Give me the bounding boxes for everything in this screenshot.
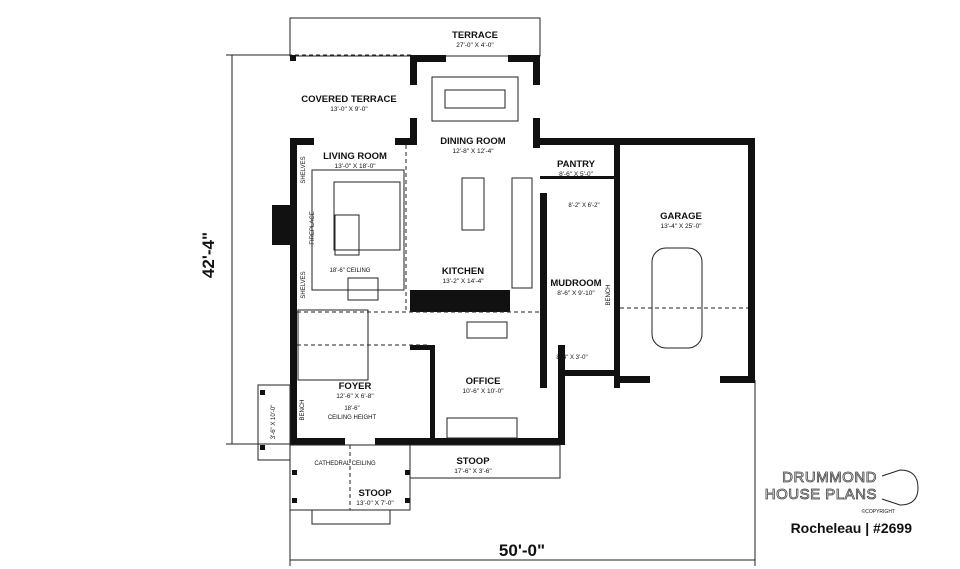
room-stoop-front: STOOP: [358, 488, 392, 499]
room-office-size: 10'-6" X 10'-0": [462, 388, 504, 395]
laundry-size: 8'-2" X 6'-2": [568, 203, 599, 209]
width-dimension: 50'-0": [499, 541, 545, 560]
room-mudroom-size: 8'-6" X 9'-10": [557, 290, 595, 297]
dimension-lines: [226, 54, 756, 566]
logo-line-2: HOUSE PLANS: [765, 486, 877, 503]
room-foyer-size: 12'-6" X 6'-8": [336, 393, 374, 400]
shelves-label-bottom: SHELVES: [301, 271, 307, 298]
foyer-ceiling-note-1: 18'-6": [344, 406, 359, 412]
bench-label-mudroom: BENCH: [606, 284, 612, 305]
room-dining: DINING ROOM: [440, 136, 506, 147]
room-stoop-side: STOOP: [456, 456, 490, 467]
porch-size: 3'-6" X 10'-0": [271, 405, 277, 440]
room-terrace: TERRACE: [452, 30, 498, 41]
room-office: OFFICE: [466, 376, 501, 387]
living-ceiling-note: 18'-6" CEILING: [330, 268, 371, 274]
logo-d-mark-icon: [881, 469, 919, 506]
plan-caption: Rocheleau | #2699: [791, 520, 913, 536]
room-garage-size: 13'-4" X 25'-0": [660, 223, 702, 230]
room-living-size: 13'-0" X 18'-0": [334, 163, 376, 170]
furniture: [257, 76, 748, 525]
cathedral-ceiling-note: CATHEDRAL CEILING: [314, 461, 376, 467]
room-dining-size: 12'-8" X 12'-4": [452, 148, 494, 155]
room-kitchen-size: 13'-2" X 14'-4": [442, 278, 484, 285]
room-pantry: PANTRY: [557, 159, 596, 170]
bench-label-foyer: BENCH: [300, 399, 306, 420]
plan-notes: 8'-2" X 6'-2" 8'-4" X 3'-0" 3'-6" X 10'-…: [271, 156, 612, 467]
room-living: LIVING ROOM: [323, 151, 387, 162]
shelves-label-top: SHELVES: [301, 156, 307, 183]
copyright: ©COPYRIGHT: [862, 508, 895, 515]
room-garage: GARAGE: [660, 211, 702, 222]
bath-size: 8'-4" X 3'-0": [556, 355, 587, 361]
depth-dimension: 42'-4": [199, 232, 218, 278]
room-kitchen: KITCHEN: [442, 266, 484, 277]
room-mudroom: MUDROOM: [550, 278, 601, 289]
room-stoop-front-size: 13'-0" X 7'-0": [356, 500, 394, 507]
brand-logo: DRUMMOND HOUSE PLANS ©COPYRIGHT: [764, 469, 919, 515]
logo-line-1: DRUMMOND: [782, 469, 877, 486]
room-terrace-size: 27'-0" X 4'-0": [456, 42, 494, 49]
fireplace-label: FIREPLACE: [310, 211, 316, 244]
room-covered-terrace: COVERED TERRACE: [301, 94, 397, 105]
room-pantry-size: 8'-6" X 5'-0": [559, 171, 594, 178]
room-labels: TERRACE 27'-0" X 4'-0" COVERED TERRACE 1…: [301, 30, 702, 507]
walls: [272, 55, 755, 445]
room-foyer: FOYER: [339, 381, 372, 392]
foyer-ceiling-note-2: CEILING HEIGHT: [328, 415, 377, 421]
room-stoop-side-size: 17'-6" X 3'-6": [454, 468, 492, 475]
room-covered-terrace-size: 13'-0" X 9'-0": [330, 106, 368, 113]
